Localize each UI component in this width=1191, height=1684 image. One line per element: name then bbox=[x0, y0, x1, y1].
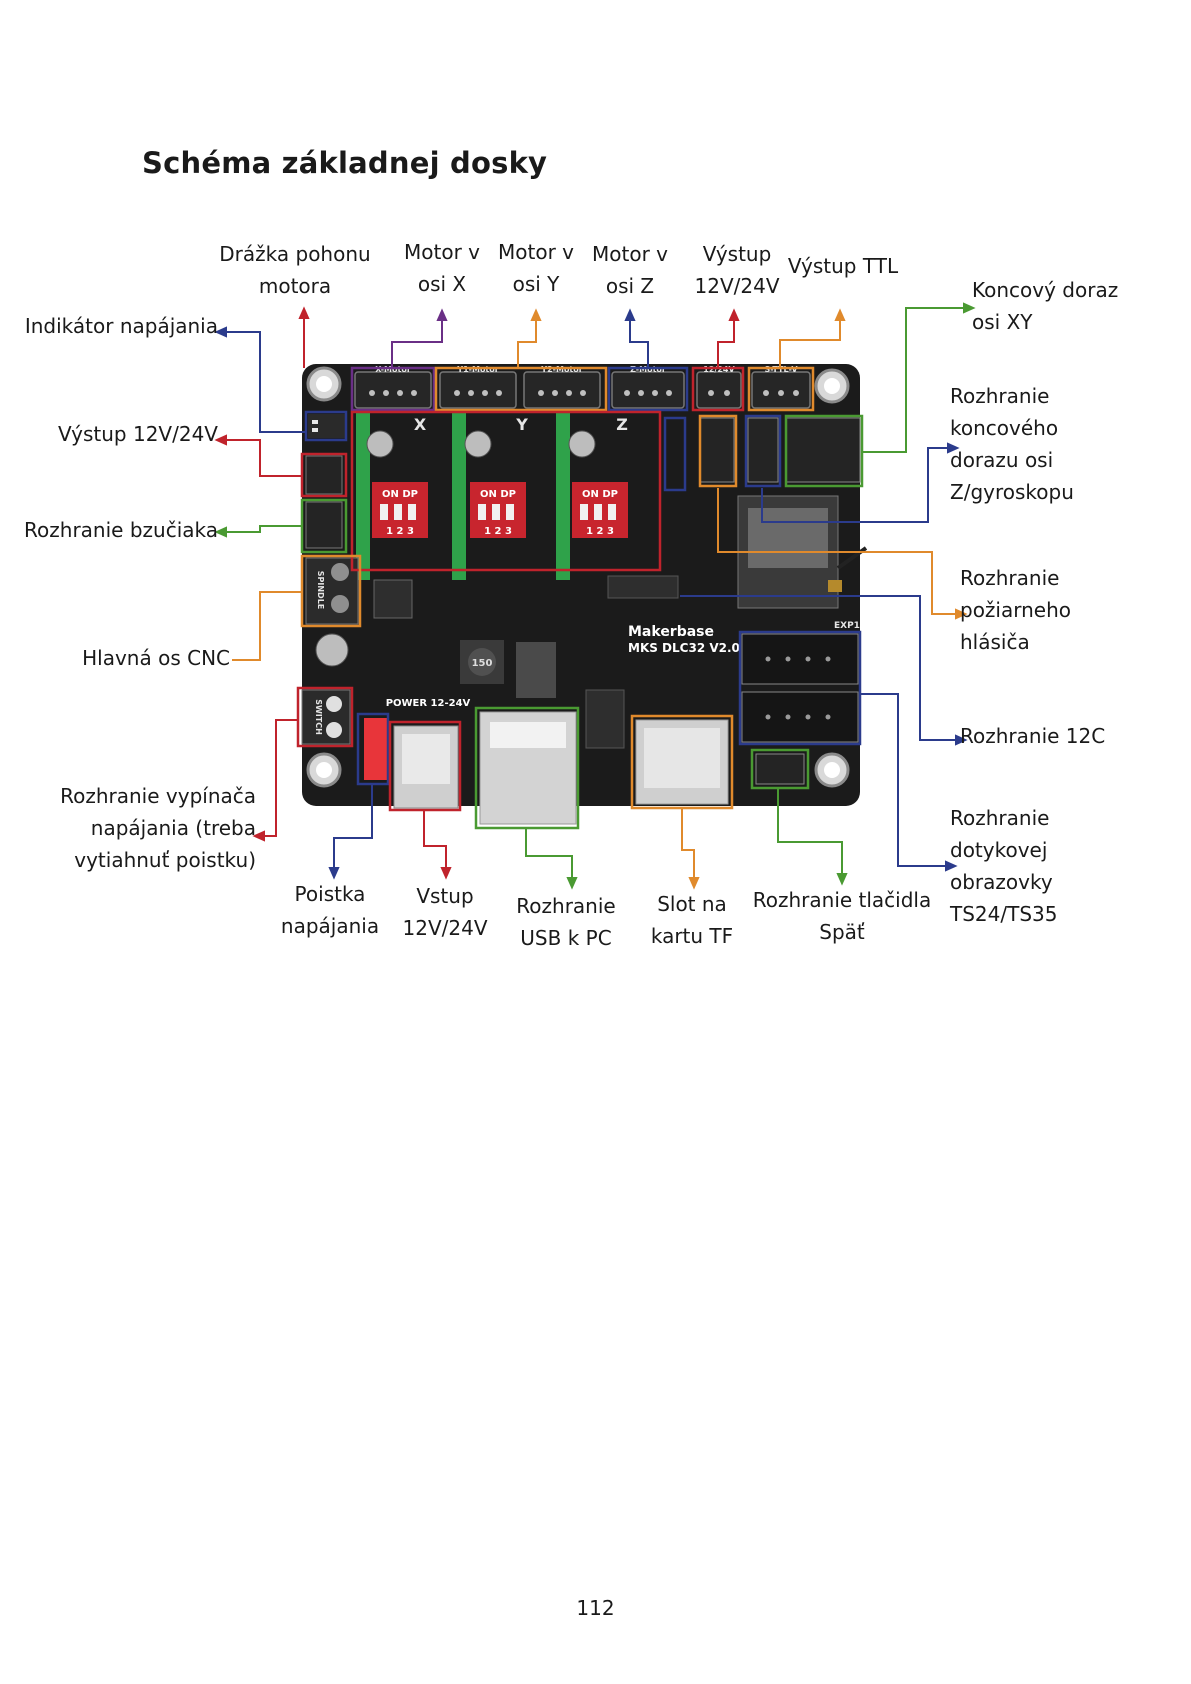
label-usb: Rozhranie USB k PC bbox=[516, 894, 616, 950]
silk-axis-z: Z bbox=[616, 415, 628, 434]
label-hlavna-os: Hlavná os CNC bbox=[82, 646, 230, 670]
label-poistka: Poistka napájania bbox=[280, 882, 380, 938]
silk-dip-on-1: ON DP bbox=[382, 489, 418, 500]
label-vystup-top: Výstup 12V/24V bbox=[694, 242, 780, 298]
label-koncovy-z: Rozhranie koncového dorazu osi Z/gyrosko… bbox=[950, 384, 1074, 504]
silk-x-motor: X-Motor bbox=[375, 365, 411, 374]
silk-dip-num-3: 1 2 3 bbox=[586, 526, 614, 537]
label-motor-x: Motor v osi X bbox=[404, 240, 480, 296]
label-bzuciak: Rozhranie bzučiaka bbox=[24, 518, 218, 542]
silk-power: POWER 12-24V bbox=[386, 698, 471, 709]
label-tf: Slot na kartu TF bbox=[650, 892, 734, 948]
board-brand: Makerbase bbox=[628, 624, 714, 640]
silk-axis-x: X bbox=[414, 415, 427, 434]
pcb-board: X-Motor Y1-Motor Y2-Motor Z-Motor 12/24V… bbox=[301, 364, 868, 825]
board-model: MKS DLC32 V2.0 bbox=[628, 641, 740, 655]
label-i2c: Rozhranie 12C bbox=[960, 724, 1106, 748]
silk-ind-150: 150 bbox=[472, 658, 493, 669]
label-motor-z: Motor v osi Z bbox=[592, 242, 668, 298]
silk-dip-num-1: 1 2 3 bbox=[386, 526, 414, 537]
silk-out: 12/24V bbox=[703, 365, 735, 374]
silk-spindle: SPINDLE bbox=[316, 571, 325, 610]
silk-y1-motor: Y1-Motor bbox=[456, 365, 498, 374]
label-koncovy-doraz: Koncový doraz osi XY bbox=[972, 278, 1119, 334]
leader-lines bbox=[214, 302, 976, 890]
silk-ttl: S-TTL-V bbox=[764, 365, 798, 374]
page-title: Schéma základnej dosky bbox=[142, 146, 548, 180]
label-indikator: Indikátor napájania bbox=[24, 314, 218, 338]
silk-axis-y: Y bbox=[515, 415, 528, 434]
page-number: 112 bbox=[576, 1596, 615, 1620]
silk-y2-motor: Y2-Motor bbox=[540, 365, 582, 374]
label-motor-y: Motor v osi Y bbox=[498, 240, 574, 296]
silk-dip-on-3: ON DP bbox=[582, 489, 618, 500]
driver-modules: ON DP ON DP ON DP 1 2 3 1 2 3 1 2 3 X Y … bbox=[356, 412, 628, 580]
label-vstup: Vstup 12V/24V bbox=[402, 884, 488, 940]
silk-dip-on-2: ON DP bbox=[480, 489, 516, 500]
silk-switch: SWITCH bbox=[314, 699, 323, 735]
label-dotykova: Rozhranie dotykovej obrazovky TS24/TS35 bbox=[950, 806, 1058, 926]
silk-dip-num-2: 1 2 3 bbox=[484, 526, 512, 537]
motor-connectors bbox=[354, 371, 811, 409]
label-vystup-ttl: Výstup TTL bbox=[787, 254, 899, 278]
silk-z-motor: Z-Motor bbox=[630, 365, 666, 374]
label-vystup-left: Výstup 12V/24V bbox=[58, 422, 218, 446]
label-spat: Rozhranie tlačidla Späť bbox=[752, 888, 932, 944]
label-drazka-pohonu: Drážka pohonu motora bbox=[219, 242, 371, 298]
label-poziarny: Rozhranie požiarneho hlásiča bbox=[960, 566, 1072, 654]
label-vypinac: Rozhranie vypínača napájania (treba vyti… bbox=[60, 784, 256, 872]
silk-exp1: EXP1 bbox=[834, 621, 860, 631]
